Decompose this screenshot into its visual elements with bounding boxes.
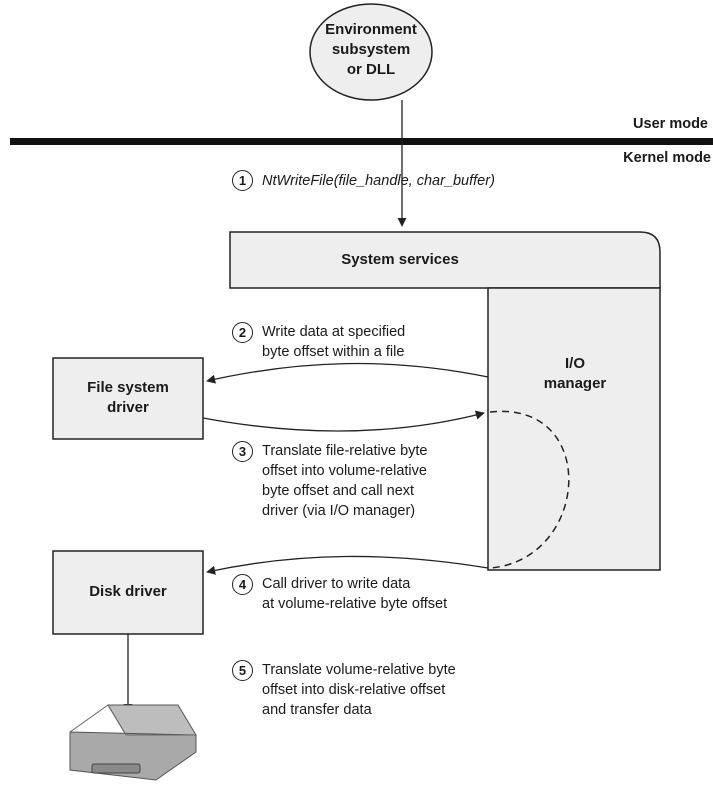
step-3-text: Translate file-relative byte offset into… — [262, 441, 427, 521]
disk-drive-icon — [69, 704, 197, 781]
system-services-label: System services — [341, 251, 459, 268]
io-manager-box — [487, 287, 661, 571]
step-3-line-2: offset into volume-relative — [262, 463, 427, 479]
step-4-badge: 4 — [232, 574, 253, 595]
disk-driver-label: Disk driver — [89, 583, 167, 600]
step-2-line-2: byte offset within a file — [262, 344, 405, 360]
step-5-line-1: Translate volume-relative byte — [262, 662, 456, 678]
io-manager-dashed-loop — [489, 410, 570, 569]
step-3-line-3: byte offset and call next — [262, 483, 415, 499]
kernel-mode-label: Kernel mode — [623, 150, 711, 166]
step-3-badge: 3 — [232, 441, 253, 462]
step-5-text: Translate volume-relative byte offset in… — [262, 660, 456, 720]
arrow-io-to-disk — [206, 555, 489, 575]
step-4-text: Call driver to write data at volume-rela… — [262, 574, 447, 614]
step-1-badge: 1 — [232, 170, 253, 191]
step-2-badge: 2 — [232, 322, 253, 343]
system-services-box — [229, 231, 661, 289]
arrow-filesystem-to-io — [202, 410, 485, 432]
user-kernel-boundary — [10, 138, 713, 145]
step-5-line-3: and transfer data — [262, 702, 372, 718]
io-manager-line-1: I/O — [564, 355, 585, 372]
environment-label: Environment subsystem or DLL — [311, 20, 431, 80]
io-manager-label: I/O manager — [515, 354, 635, 394]
step-5-line-2: offset into disk-relative offset — [262, 682, 446, 698]
file-system-driver-line-2: driver — [107, 399, 149, 416]
step-3-line-1: Translate file-relative byte — [262, 443, 428, 459]
user-mode-label: User mode — [633, 116, 708, 132]
step-4-line-1: Call driver to write data — [262, 576, 411, 592]
file-system-driver-line-1: File system — [87, 379, 169, 396]
environment-line-2: subsystem — [331, 41, 411, 58]
file-system-driver-label: File system driver — [53, 378, 203, 418]
step-3-line-4: driver (via I/O manager) — [262, 503, 416, 519]
io-manager-line-2: manager — [543, 375, 607, 392]
disk-driver-box — [52, 550, 204, 635]
step-5-badge: 5 — [232, 660, 253, 681]
step-1-text: NtWriteFile(file_handle, char_buffer) — [262, 173, 495, 189]
environment-line-1: Environment — [325, 21, 417, 38]
arrow-io-to-filesystem — [206, 362, 489, 384]
file-system-driver-box — [52, 357, 204, 440]
environment-subsystem-node — [309, 3, 433, 101]
step-2-line-1: Write data at specified — [262, 324, 406, 340]
step-4-line-2: at volume-relative byte offset — [262, 596, 448, 612]
environment-line-3: or DLL — [346, 61, 396, 78]
step-2-text: Write data at specified byte offset with… — [262, 322, 405, 362]
